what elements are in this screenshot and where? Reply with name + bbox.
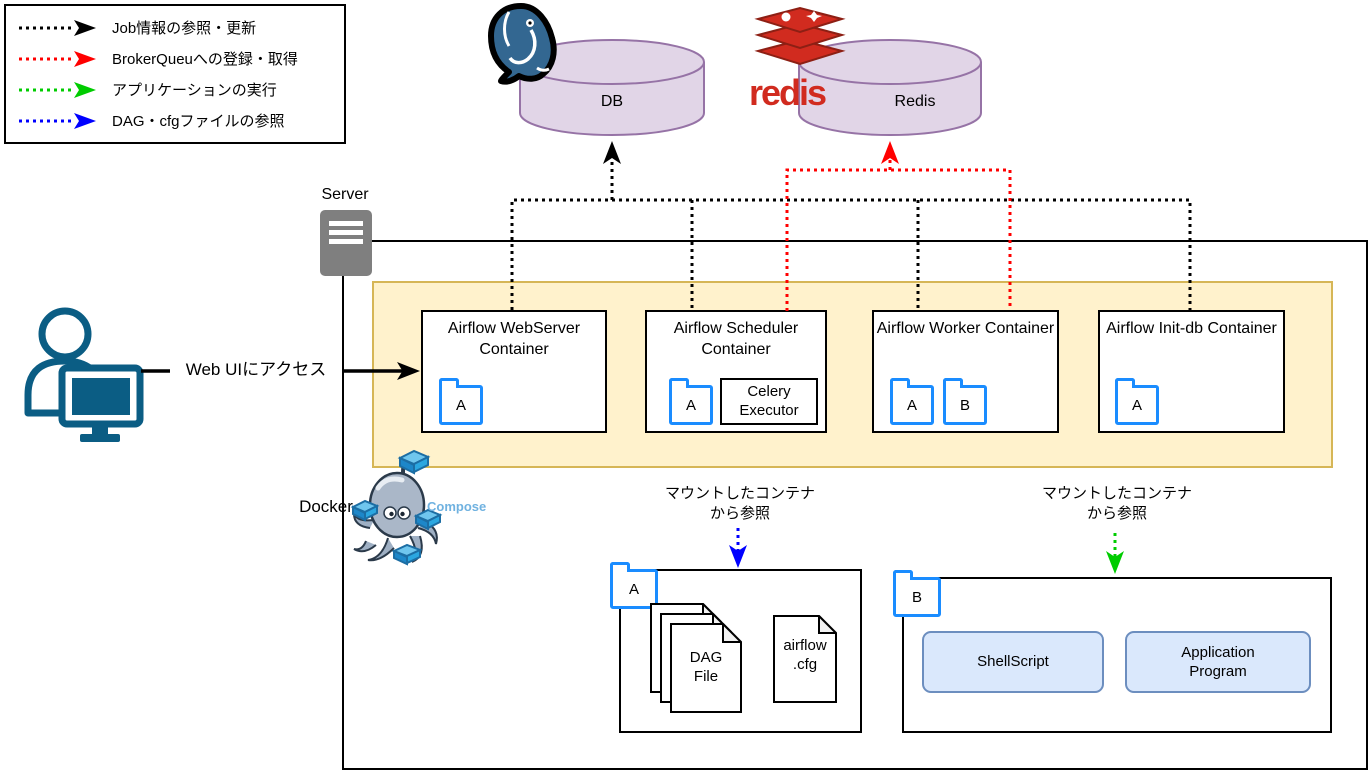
legend-label: DAG・cfgファイルの参照 — [112, 113, 285, 130]
shellscript-label: ShellScript — [977, 653, 1049, 671]
container-airflow-webserver: Airflow WebServer Container A — [421, 310, 607, 433]
mounted-folder-a-icon: A — [610, 562, 658, 609]
db-arrowhead — [603, 141, 621, 164]
legend: Job情報の参照・更新 BrokerQueuへの登録・取得 アプリケーションの実… — [4, 4, 346, 144]
folder-letter: A — [685, 396, 696, 414]
airflow-cfg-doc: airflow .cfg — [773, 613, 839, 703]
celery-executor-label: Celery Executor — [739, 382, 799, 419]
folder-a-icon: A — [669, 378, 713, 425]
dag-file-doc: DAG File — [670, 621, 744, 713]
redis-logo-icon — [754, 6, 846, 66]
folder-a-icon: A — [439, 378, 483, 425]
redis-wordmark: redis — [749, 72, 827, 113]
db-cylinder — [519, 39, 705, 136]
docker-label: Docker — [299, 497, 353, 516]
folder-letter: B — [959, 396, 970, 414]
monitor-icon — [58, 364, 144, 442]
folder-a-icon: A — [1115, 378, 1159, 425]
container-airflow-scheduler: Airflow Scheduler Container A Celery Exe… — [645, 310, 827, 433]
dotted-arrow-red-icon — [19, 50, 96, 67]
container-airflow-worker: Airflow Worker Container A B — [872, 310, 1059, 433]
folder-letter: B — [911, 588, 922, 606]
container-title: Airflow Worker Container — [876, 320, 1055, 337]
airflow-cfg-label: airflow .cfg — [783, 637, 827, 673]
folder-b-icon: B — [943, 378, 987, 425]
mounted-folder-b-icon: B — [893, 570, 941, 617]
container-airflow-initdb: Airflow Init-db Container A — [1098, 310, 1285, 433]
db-label: DB — [600, 93, 624, 110]
celery-executor-box: Celery Executor — [720, 378, 818, 425]
container-title: Airflow WebServer Container — [447, 320, 581, 358]
legend-item-job-info: Job情報の参照・更新 — [16, 17, 334, 38]
folder-letter: A — [628, 580, 639, 598]
compose-label: Compose — [427, 499, 487, 514]
dag-file-label: DAG File — [689, 649, 723, 685]
container-title: Airflow Init-db Container — [1106, 320, 1277, 337]
folder-letter: A — [906, 396, 917, 414]
document-icon — [773, 613, 839, 703]
dotted-arrow-black-icon — [19, 19, 96, 36]
folder-a-icon: A — [890, 378, 934, 425]
application-program-label: Application Program — [1181, 643, 1255, 681]
mount-a-note: マウントしたコンテナから参照 — [664, 485, 815, 523]
redis-arrowhead — [881, 141, 899, 164]
folder-letter: A — [1131, 396, 1142, 414]
legend-item-dag-cfg: DAG・cfgファイルの参照 — [16, 110, 334, 131]
legend-label: BrokerQueuへの登録・取得 — [112, 51, 298, 68]
dotted-arrow-green-icon — [19, 81, 96, 98]
user-icon — [24, 307, 144, 442]
container-title: Airflow Scheduler Container — [673, 320, 799, 358]
server-label: Server — [321, 186, 369, 203]
redis-label: Redis — [894, 93, 936, 110]
mount-b-note: マウントしたコンテナから参照 — [1041, 485, 1192, 523]
legend-item-broker-queue: BrokerQueuへの登録・取得 — [16, 48, 334, 69]
webui-access-label: Web UIにアクセス — [170, 359, 342, 382]
legend-item-app-exec: アプリケーションの実行 — [16, 79, 334, 100]
legend-label: Job情報の参照・更新 — [112, 20, 257, 37]
postgresql-logo-icon — [488, 3, 557, 85]
document-icon — [670, 621, 744, 713]
shellscript-box: ShellScript — [922, 631, 1104, 693]
legend-label: アプリケーションの実行 — [112, 82, 277, 99]
folder-letter: A — [455, 396, 466, 414]
dotted-arrow-blue-icon — [19, 112, 96, 129]
application-program-box: Application Program — [1125, 631, 1311, 693]
